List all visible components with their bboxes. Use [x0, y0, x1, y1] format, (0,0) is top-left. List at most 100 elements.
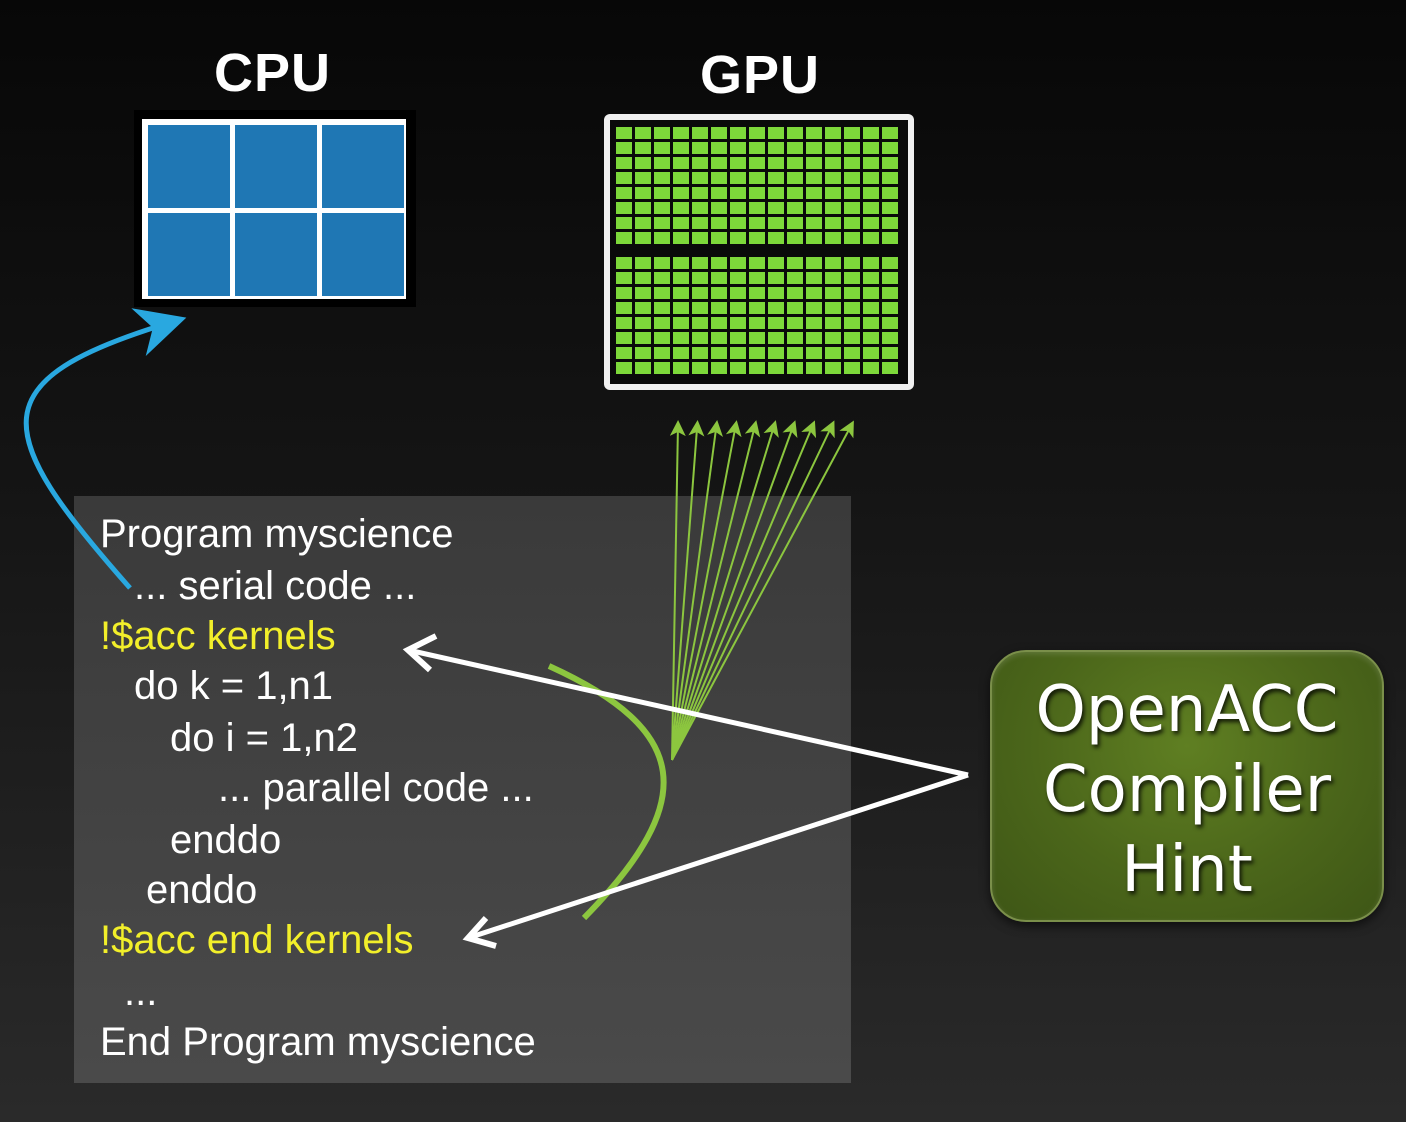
gpu-core — [635, 347, 651, 359]
gpu-core — [825, 332, 841, 344]
gpu-core — [730, 187, 746, 199]
gpu-core — [844, 217, 860, 229]
gpu-core — [635, 127, 651, 139]
gpu-fan-arrow — [671, 420, 742, 761]
gpu-core — [749, 142, 765, 154]
code-line-parallel: ... parallel code ... — [218, 766, 534, 810]
gpu-core — [863, 302, 879, 314]
gpu-core — [768, 187, 784, 199]
code-line-enddo-inner: enddo — [170, 818, 282, 862]
gpu-core — [730, 257, 746, 269]
gpu-core — [749, 187, 765, 199]
gpu-core — [616, 172, 632, 184]
gpu-core — [787, 142, 803, 154]
gpu-core — [825, 287, 841, 299]
gpu-core — [787, 127, 803, 139]
gpu-core — [787, 362, 803, 374]
gpu-label: GPU — [700, 45, 821, 105]
gpu-core — [863, 127, 879, 139]
gpu-core — [863, 157, 879, 169]
gpu-core — [749, 362, 765, 374]
gpu-core — [654, 257, 670, 269]
gpu-core — [825, 142, 841, 154]
gpu-core — [654, 232, 670, 244]
gpu-core — [749, 332, 765, 344]
gpu-core — [654, 317, 670, 329]
gpu-core — [825, 157, 841, 169]
gpu-core — [768, 317, 784, 329]
gpu-core — [749, 232, 765, 244]
gpu-core — [787, 257, 803, 269]
gpu-core — [749, 157, 765, 169]
gpu-fan-arrow — [671, 420, 705, 761]
gpu-core — [730, 302, 746, 314]
gpu-core — [787, 317, 803, 329]
gpu-core — [692, 287, 708, 299]
gpu-core — [844, 317, 860, 329]
gpu-core — [825, 187, 841, 199]
gpu-core — [863, 317, 879, 329]
gpu-core — [692, 172, 708, 184]
gpu-core — [730, 217, 746, 229]
gpu-core — [882, 217, 898, 229]
gpu-core — [787, 347, 803, 359]
gpu-core — [844, 157, 860, 169]
gpu-core — [616, 232, 632, 244]
gpu-core — [882, 362, 898, 374]
gpu-core — [882, 232, 898, 244]
gpu-core — [882, 142, 898, 154]
gpu-core — [863, 172, 879, 184]
gpu-core — [768, 142, 784, 154]
gpu-core — [730, 232, 746, 244]
gpu-core — [711, 202, 727, 214]
gpu-core — [654, 202, 670, 214]
gpu-core — [825, 202, 841, 214]
gpu-core — [806, 347, 822, 359]
gpu-core — [844, 187, 860, 199]
gpu-core — [692, 187, 708, 199]
gpu-core — [787, 287, 803, 299]
gpu-core — [787, 217, 803, 229]
gpu-core — [844, 347, 860, 359]
gpu-core — [616, 287, 632, 299]
gpu-core — [806, 287, 822, 299]
gpu-core — [787, 172, 803, 184]
gpu-core — [692, 302, 708, 314]
code-line-acc-end-kernels: !$acc end kernels — [100, 918, 414, 962]
gpu-core — [844, 362, 860, 374]
gpu-core — [844, 272, 860, 284]
gpu-core — [692, 257, 708, 269]
gpu-core — [844, 232, 860, 244]
gpu-core — [616, 142, 632, 154]
gpu-fan-arrow — [671, 420, 779, 761]
gpu-core — [635, 302, 651, 314]
gpu-core — [749, 172, 765, 184]
gpu-core — [711, 272, 727, 284]
hint-line-compiler: Compiler — [1042, 753, 1332, 827]
gpu-core — [711, 332, 727, 344]
gpu-core — [768, 127, 784, 139]
gpu-core — [882, 332, 898, 344]
gpu-core — [673, 332, 689, 344]
hint-to-acc-kernels-arrow — [407, 647, 969, 778]
gpu-core — [825, 362, 841, 374]
gpu-core — [616, 157, 632, 169]
gpu-core — [711, 157, 727, 169]
gpu-core — [825, 347, 841, 359]
gpu-core — [692, 317, 708, 329]
gpu-core — [863, 142, 879, 154]
gpu-core — [882, 127, 898, 139]
gpu-core — [635, 217, 651, 229]
gpu-core — [635, 142, 651, 154]
cpu-core — [235, 213, 317, 296]
gpu-core — [825, 272, 841, 284]
gpu-core — [654, 302, 670, 314]
gpu-core — [863, 332, 879, 344]
gpu-core — [806, 317, 822, 329]
gpu-core — [787, 232, 803, 244]
gpu-core — [692, 332, 708, 344]
gpu-core — [673, 157, 689, 169]
